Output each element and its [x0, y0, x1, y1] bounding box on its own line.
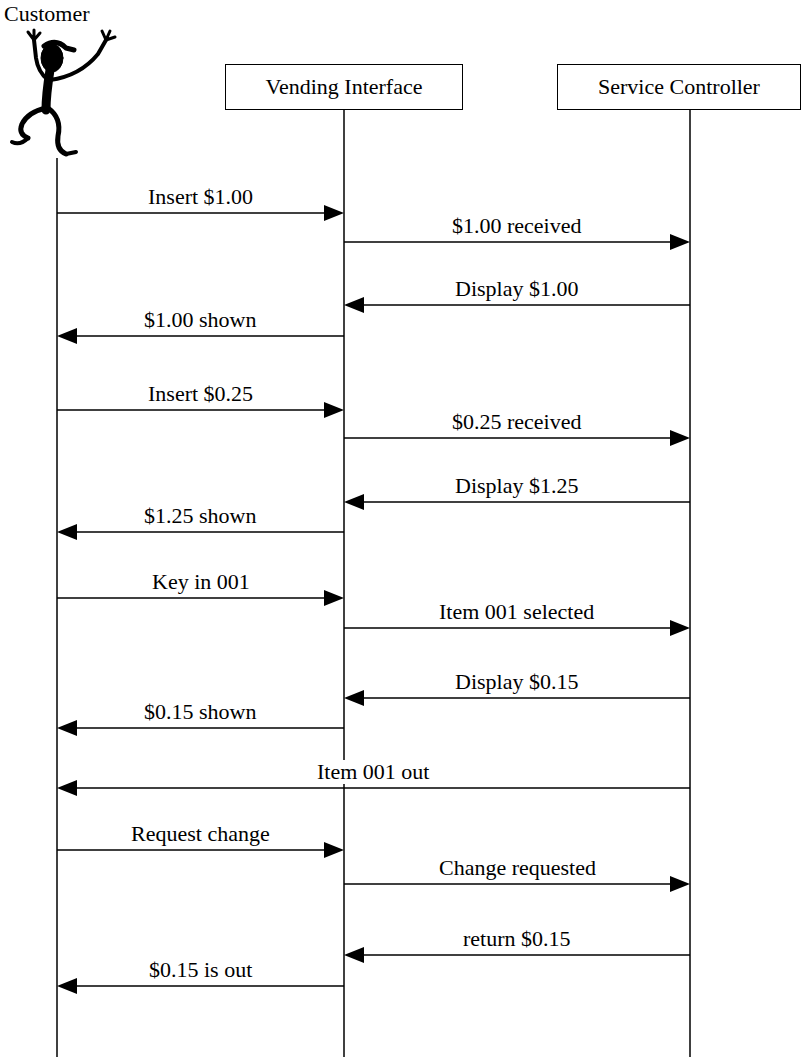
lifeline: [689, 110, 691, 1057]
participant-name: Vending Interface: [266, 75, 423, 99]
lifeline: [343, 110, 345, 1057]
message-label: $0.15 shown: [142, 700, 258, 724]
message-label: Change requested: [437, 856, 598, 880]
message-label: Key in 001: [150, 570, 252, 594]
message-label: Display $1.25: [453, 474, 580, 498]
message-label: Item 001 selected: [437, 600, 596, 624]
message-label: Insert $1.00: [146, 185, 255, 209]
message-label: $1.00 shown: [142, 308, 258, 332]
message-label: Display $1.00: [453, 277, 580, 301]
message-label: $1.25 shown: [142, 504, 258, 528]
lifeline: [56, 158, 58, 1057]
stick-figure: [12, 30, 115, 154]
participant-box: Vending Interface: [225, 64, 463, 110]
message-label: $0.15 is out: [147, 958, 254, 982]
message-label: Item 001 out: [315, 760, 431, 784]
participant-name: Service Controller: [598, 75, 760, 99]
message-label: Display $0.15: [453, 670, 580, 694]
message-label: $1.00 received: [450, 214, 584, 238]
participant-box: Service Controller: [557, 64, 801, 110]
actor-label: Customer: [4, 2, 90, 26]
message-label: return $0.15: [461, 927, 573, 951]
participant-name: Customer: [4, 1, 90, 26]
message-label: Request change: [129, 822, 272, 846]
message-label: $0.25 received: [450, 410, 584, 434]
message-label: Insert $0.25: [146, 382, 255, 406]
